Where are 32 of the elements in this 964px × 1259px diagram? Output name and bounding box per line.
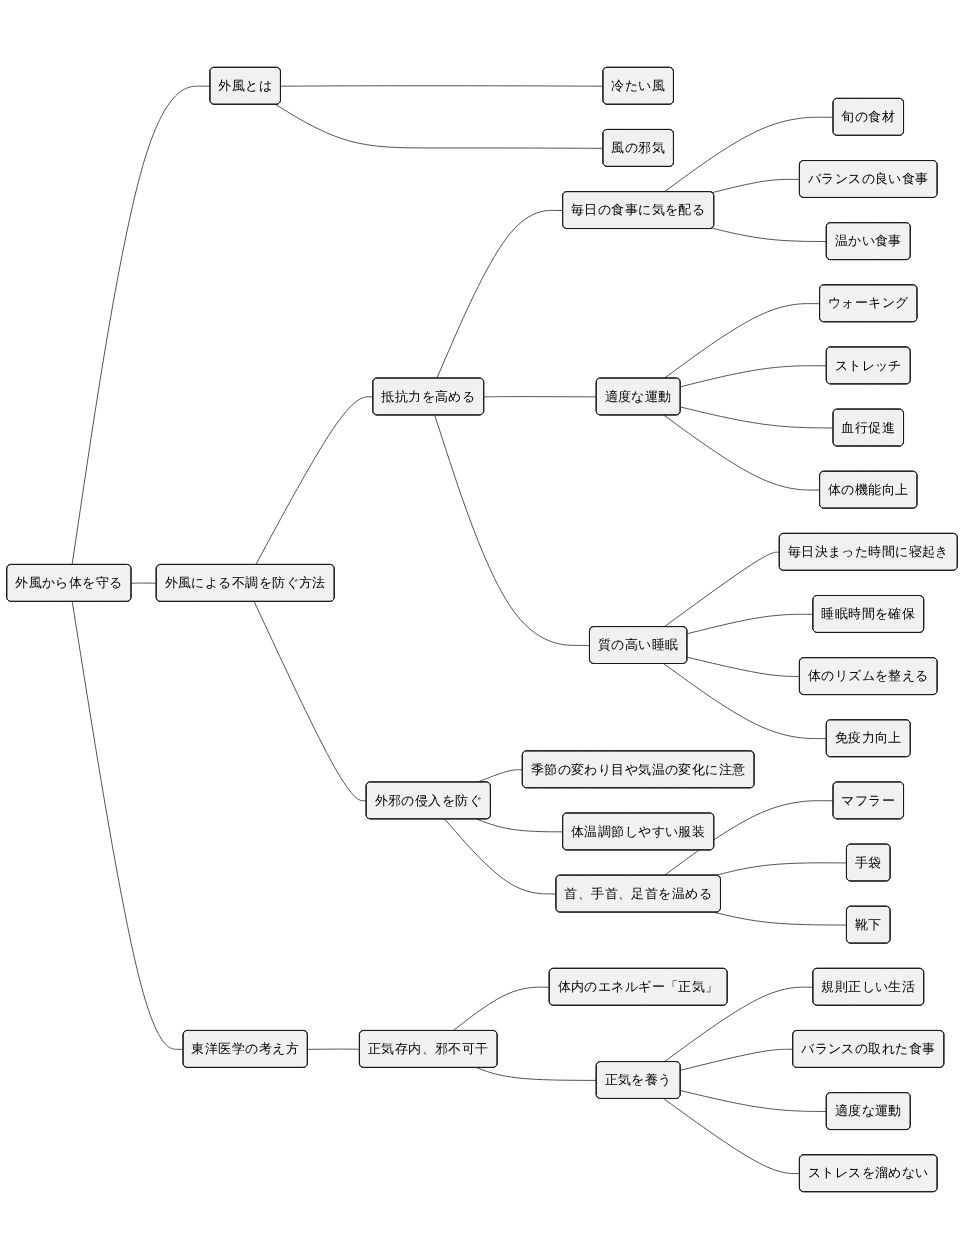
connector bbox=[476, 818, 564, 833]
connector bbox=[71, 601, 184, 1050]
connector bbox=[434, 414, 591, 646]
connector bbox=[476, 1067, 598, 1081]
connector bbox=[71, 85, 211, 566]
connector bbox=[680, 1048, 794, 1071]
connector bbox=[663, 663, 828, 740]
connector bbox=[663, 551, 781, 628]
connector bbox=[280, 85, 604, 87]
connector bbox=[483, 396, 598, 398]
connector bbox=[255, 396, 374, 566]
connector bbox=[663, 986, 814, 1063]
connector bbox=[680, 365, 828, 388]
connector bbox=[680, 406, 834, 429]
connector bbox=[686, 656, 801, 677]
connector bbox=[452, 986, 550, 1032]
connector bbox=[663, 1098, 801, 1175]
connector bbox=[686, 613, 814, 635]
connector bbox=[307, 1048, 361, 1050]
connector bbox=[714, 912, 848, 926]
connector bbox=[663, 303, 821, 379]
connector bbox=[663, 414, 821, 491]
connector bbox=[663, 800, 834, 876]
connector bbox=[275, 104, 604, 149]
connector bbox=[444, 818, 557, 895]
connector bbox=[711, 227, 828, 242]
connector bbox=[253, 601, 367, 802]
connector bbox=[711, 178, 801, 194]
connector bbox=[663, 116, 834, 193]
connector bbox=[680, 1090, 828, 1112]
connector bbox=[131, 582, 158, 584]
connector bbox=[436, 210, 564, 379]
